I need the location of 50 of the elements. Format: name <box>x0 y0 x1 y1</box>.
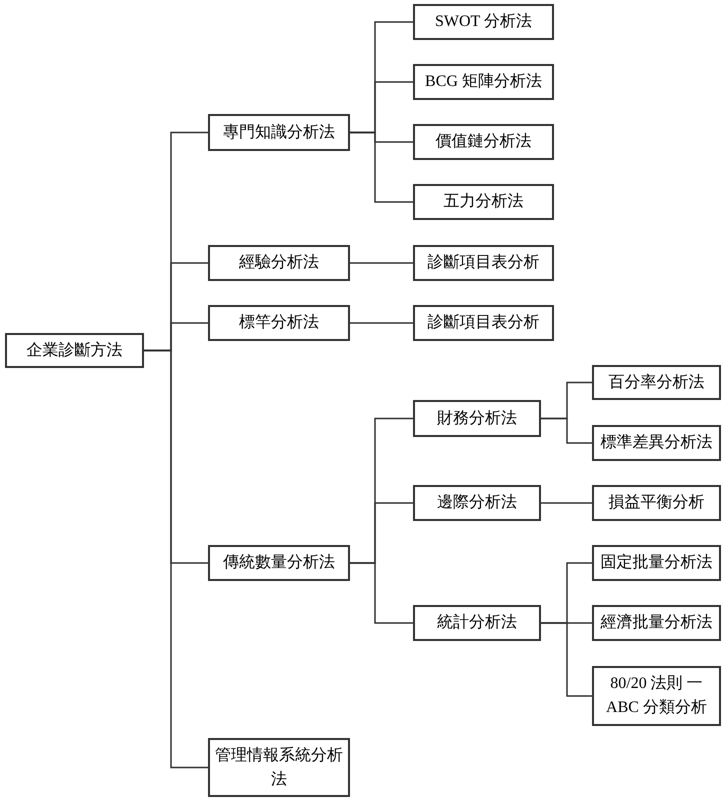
connector-line <box>350 562 413 624</box>
method-box <box>208 545 350 581</box>
method-label: 固定批量分析法 <box>600 552 712 573</box>
connector-line <box>350 132 413 203</box>
method-label: 管理情報系統分析法 <box>214 746 344 790</box>
method-label: 經驗分析法 <box>239 252 319 273</box>
method-box <box>208 245 350 281</box>
method-label: BCG 矩陣分析法 <box>425 72 542 92</box>
method-box <box>413 64 554 100</box>
method-box <box>208 738 350 797</box>
method-label: 標準差異分析法 <box>600 432 712 453</box>
connector-line <box>541 418 592 444</box>
method-box <box>413 124 554 160</box>
method-box <box>592 485 721 521</box>
method-box <box>592 545 721 581</box>
method-label: 80/20 法則 一 ABC 分類分析 <box>605 674 708 718</box>
method-label: 損益平衡分析 <box>608 493 704 513</box>
method-box <box>413 305 554 341</box>
method-box <box>5 333 144 368</box>
method-box <box>592 605 721 641</box>
method-label: 價值鏈分析法 <box>436 132 532 152</box>
method-box <box>413 184 554 220</box>
method-label: 邊際分析法 <box>437 492 517 513</box>
method-label: 標竿分析法 <box>239 312 319 333</box>
method-label: 傳統數量分析法 <box>223 552 335 573</box>
method-box <box>208 305 350 341</box>
connector-line <box>350 262 413 264</box>
method-label: 財務分析法 <box>437 408 517 428</box>
method-box <box>592 365 721 400</box>
connector-line <box>541 622 592 697</box>
method-label: 統計分析法 <box>437 612 517 633</box>
method-box <box>413 400 541 437</box>
method-label: 五力分析法 <box>444 192 524 212</box>
method-box <box>208 114 350 151</box>
method-box <box>413 245 554 281</box>
method-box <box>592 425 721 461</box>
method-label: 專門知識分析法 <box>223 122 335 142</box>
method-box <box>413 485 541 521</box>
method-box <box>413 605 541 641</box>
method-label: 企業診斷方法 <box>26 340 122 360</box>
method-label: 經濟批量分析法 <box>600 612 712 633</box>
method-label: SWOT 分析法 <box>434 12 532 32</box>
connector-line <box>144 350 208 768</box>
method-label: 診斷項目表分析 <box>428 312 540 333</box>
connector-line <box>350 322 413 324</box>
method-label: 百分率分析法 <box>608 372 704 392</box>
connector-line <box>541 502 592 504</box>
method-label: 診斷項目表分析 <box>428 252 540 273</box>
method-box <box>413 4 554 40</box>
method-box <box>592 666 721 726</box>
